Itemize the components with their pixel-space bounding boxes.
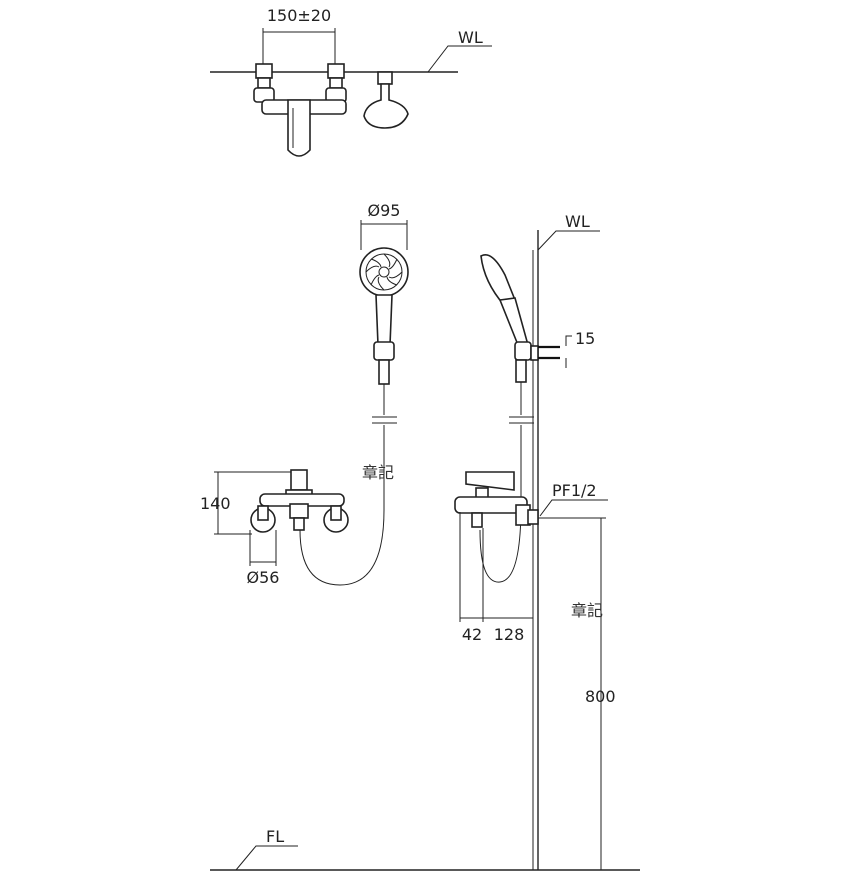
- height-140-label: 140: [200, 494, 231, 513]
- hand-shower-side: [480, 254, 532, 383]
- wl-side-label: WL: [565, 212, 590, 231]
- spout-plan: [287, 99, 311, 157]
- depth-128-label: 128: [494, 625, 525, 644]
- flange-diameter-label: Ø56: [247, 568, 280, 587]
- inlet-thread-label: PF1/2: [552, 481, 597, 500]
- side-elevation-view: WL 15 PF1/2: [454, 212, 616, 870]
- spacing-dimension-label: 150±20: [267, 6, 331, 25]
- hand-shower-front: [359, 247, 409, 385]
- wl-top-label: WL: [458, 28, 483, 47]
- mixer-front: [250, 469, 349, 533]
- stamp-mark-left: 章記: [362, 463, 394, 482]
- front-elevation-view: Ø95 章記: [200, 201, 409, 587]
- floor-label: FL: [266, 827, 284, 846]
- depth-42-label: 42: [462, 625, 482, 644]
- floor-line: FL: [210, 827, 640, 871]
- wall-offset-label: 15: [575, 329, 595, 348]
- left-inlet-fitting: [253, 63, 275, 103]
- shower-head-plan: [363, 71, 409, 129]
- head-diameter-label: Ø95: [368, 201, 401, 220]
- mixer-side: [454, 471, 539, 528]
- stamp-mark-right: 章記: [571, 601, 603, 620]
- mount-height-label: 800: [585, 687, 616, 706]
- right-inlet-fitting: [325, 63, 347, 103]
- top-plan-view: WL 150±20: [210, 6, 492, 157]
